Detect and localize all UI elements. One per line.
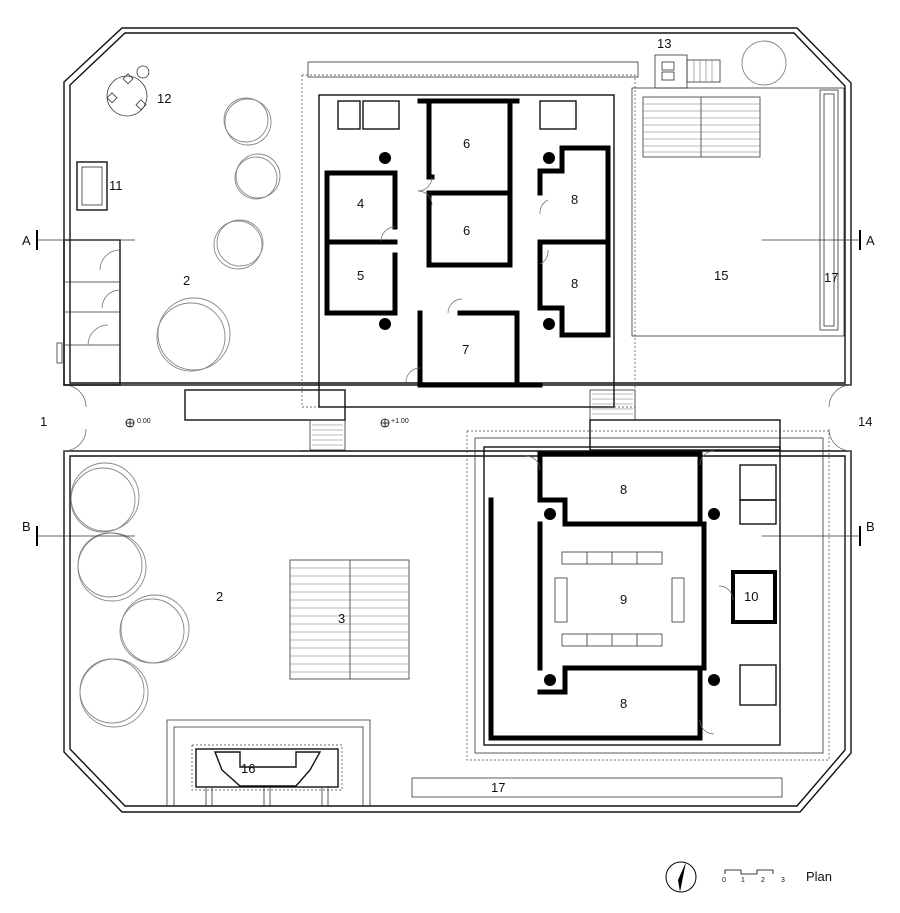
item-13 bbox=[654, 54, 688, 89]
label-room-17-right: 17 bbox=[824, 270, 838, 285]
entrance-door-right bbox=[828, 384, 852, 452]
label-room-6b: 6 bbox=[463, 223, 470, 238]
label-room-8d: 8 bbox=[620, 696, 627, 711]
plan-title: Plan bbox=[806, 869, 832, 884]
scale-tick-1: 1 bbox=[741, 877, 745, 884]
wc-block bbox=[56, 239, 121, 386]
trees-top-left bbox=[156, 97, 281, 372]
scale-tick-2: 2 bbox=[761, 877, 765, 884]
scale-bar-icon bbox=[724, 869, 774, 875]
round-table-12 bbox=[106, 65, 150, 117]
label-room-17-bottom: 17 bbox=[491, 780, 505, 795]
label-room-2-bottom: 2 bbox=[216, 589, 223, 604]
level-entry-label: 0.00 bbox=[137, 418, 151, 425]
section-a-right: A bbox=[866, 233, 875, 248]
section-b-right: B bbox=[866, 519, 875, 534]
label-room-7: 7 bbox=[462, 342, 469, 357]
block-16 bbox=[166, 719, 371, 806]
level-marker-upper bbox=[380, 418, 390, 428]
label-room-8a: 8 bbox=[571, 192, 578, 207]
label-room-8b: 8 bbox=[571, 276, 578, 291]
label-room-11: 11 bbox=[109, 178, 123, 193]
label-room-8c: 8 bbox=[620, 482, 627, 497]
label-room-9: 9 bbox=[620, 592, 627, 607]
label-room-2-top: 2 bbox=[183, 273, 190, 288]
label-room-1: 1 bbox=[40, 414, 47, 429]
label-room-4: 4 bbox=[357, 196, 364, 211]
entrance-door-left bbox=[63, 384, 87, 452]
level-upper-label: +1.00 bbox=[391, 418, 409, 425]
classroom-block bbox=[466, 430, 830, 761]
section-lines bbox=[36, 230, 861, 546]
central-pavilion bbox=[301, 61, 639, 408]
label-room-5: 5 bbox=[357, 268, 364, 283]
entrance-passage bbox=[63, 384, 852, 452]
north-arrow-icon bbox=[665, 861, 697, 893]
stair-3 bbox=[289, 559, 410, 680]
level-marker-entry bbox=[125, 418, 135, 428]
counter-11 bbox=[76, 161, 108, 211]
label-room-13: 13 bbox=[657, 36, 671, 51]
section-b-left: B bbox=[22, 519, 31, 534]
scale-tick-0: 0 bbox=[722, 877, 726, 884]
section-a-left: A bbox=[22, 233, 31, 248]
label-room-16: 16 bbox=[241, 761, 255, 776]
label-room-3: 3 bbox=[338, 611, 345, 626]
label-room-15: 15 bbox=[714, 268, 728, 283]
trees-bottom-left bbox=[70, 462, 190, 728]
scale-tick-3: 3 bbox=[781, 877, 785, 884]
label-room-10: 10 bbox=[744, 589, 758, 604]
label-room-14: 14 bbox=[858, 414, 872, 429]
room-15 bbox=[631, 40, 845, 337]
bench-17-bottom bbox=[411, 777, 783, 798]
label-room-12: 12 bbox=[157, 91, 171, 106]
label-room-6a: 6 bbox=[463, 136, 470, 151]
